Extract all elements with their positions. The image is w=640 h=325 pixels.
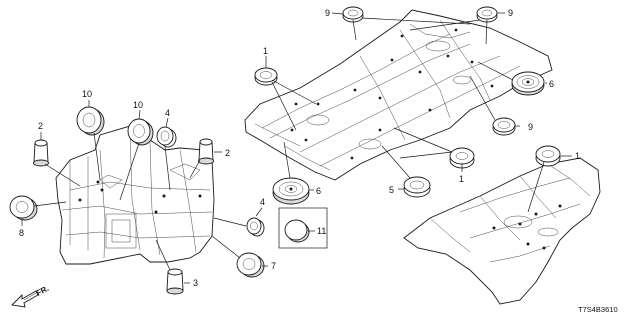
plug-3 [166, 268, 184, 295]
grommet-8 [9, 195, 38, 221]
callout-9c: 9 [528, 122, 533, 132]
callout-11: 11 [317, 226, 326, 236]
callout-1b: 1 [459, 174, 464, 184]
callout-6a: 6 [549, 79, 554, 89]
leader-lines [21, 12, 572, 284]
callout-10a: 10 [82, 89, 92, 99]
diagram-code: T7S4B3610 [578, 305, 618, 314]
grommet-6b [272, 177, 310, 205]
grommet-9c [492, 117, 516, 136]
grommet-7 [236, 252, 265, 278]
callout-9b: 9 [508, 8, 513, 18]
rear-structure [403, 157, 601, 305]
grommet-1c [535, 145, 561, 167]
plug-2a [33, 139, 49, 167]
callout-6b: 6 [316, 186, 321, 196]
plug-2b [198, 138, 214, 165]
grommet-10a [76, 106, 105, 136]
grommet-4a [156, 126, 177, 148]
callout-5: 5 [389, 185, 394, 195]
callout-8: 8 [19, 228, 24, 238]
front-structure [55, 125, 215, 265]
inset-box-11 [278, 207, 328, 249]
grommet-4b [246, 217, 265, 237]
grommet-9b [476, 6, 498, 23]
callout-numbers: 9 9 1 6 10 10 4 9 2 2 1 1 6 5 4 11 8 7 3 [19, 8, 580, 288]
callout-7: 7 [271, 261, 276, 271]
grommet-1b [449, 147, 475, 169]
grommet-1a [254, 67, 278, 86]
grommet-10b [127, 118, 154, 146]
grommet-parts [9, 6, 561, 295]
callout-2b: 2 [225, 148, 230, 158]
grommet-5 [403, 176, 431, 198]
grommet-6a [511, 71, 545, 96]
callout-1c: 1 [575, 151, 580, 161]
floor-pan [244, 9, 553, 181]
grommet-9a [342, 6, 364, 23]
callout-4b: 4 [260, 197, 265, 207]
front-direction-indicator: FR. [11, 284, 51, 308]
callout-3: 3 [193, 278, 198, 288]
callout-1a: 1 [263, 46, 268, 56]
direction-label: FR. [35, 284, 51, 298]
callout-10b: 10 [133, 100, 143, 110]
callout-9a: 9 [325, 8, 330, 18]
callout-2a: 2 [38, 121, 43, 131]
front-arrow-icon [11, 290, 39, 308]
callout-4a: 4 [165, 108, 170, 118]
